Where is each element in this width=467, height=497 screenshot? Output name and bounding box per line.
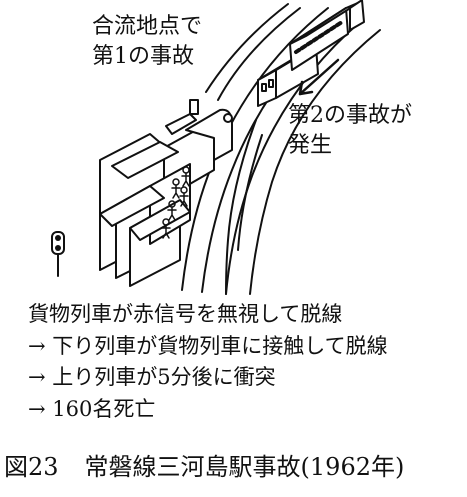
accident-sequence-caption: 貨物列車が赤信号を無視して脱線 → 下り列車が貨物列車に接触して脱線 → 上り列…: [28, 299, 388, 425]
railway-signal: [52, 232, 64, 276]
caption-line: → 上り列車が5分後に衝突: [28, 362, 388, 394]
signal-lamp-lower: [55, 245, 61, 251]
second-accident-label-line-1: 第2の事故が: [288, 101, 412, 131]
train-window: [262, 84, 266, 91]
figure-title-text: 常磐線三河島駅事故(1962年): [85, 453, 405, 481]
first-accident-label: 合流地点で 第1の事故: [92, 12, 202, 72]
caption-line: → 160名死亡: [28, 394, 388, 426]
caption-line: → 下り列車が貨物列車に接触して脱線: [28, 331, 388, 363]
figure-title: 図23 常磐線三河島駅事故(1962年): [4, 449, 464, 485]
signal-lamp-upper: [55, 235, 61, 241]
first-accident-label-line-1: 合流地点で: [92, 12, 202, 42]
second-accident-label-line-2: 発生: [288, 131, 412, 161]
train-window: [269, 80, 273, 87]
locomotive-headlight: [224, 114, 232, 122]
caption-line: 貨物列車が赤信号を無視して脱線: [28, 299, 388, 331]
first-accident-label-line-2: 第1の事故: [92, 42, 202, 72]
locomotive-chimney: [190, 100, 198, 114]
figure-number: 図23: [4, 453, 59, 481]
second-accident-label: 第2の事故が 発生: [288, 101, 412, 161]
